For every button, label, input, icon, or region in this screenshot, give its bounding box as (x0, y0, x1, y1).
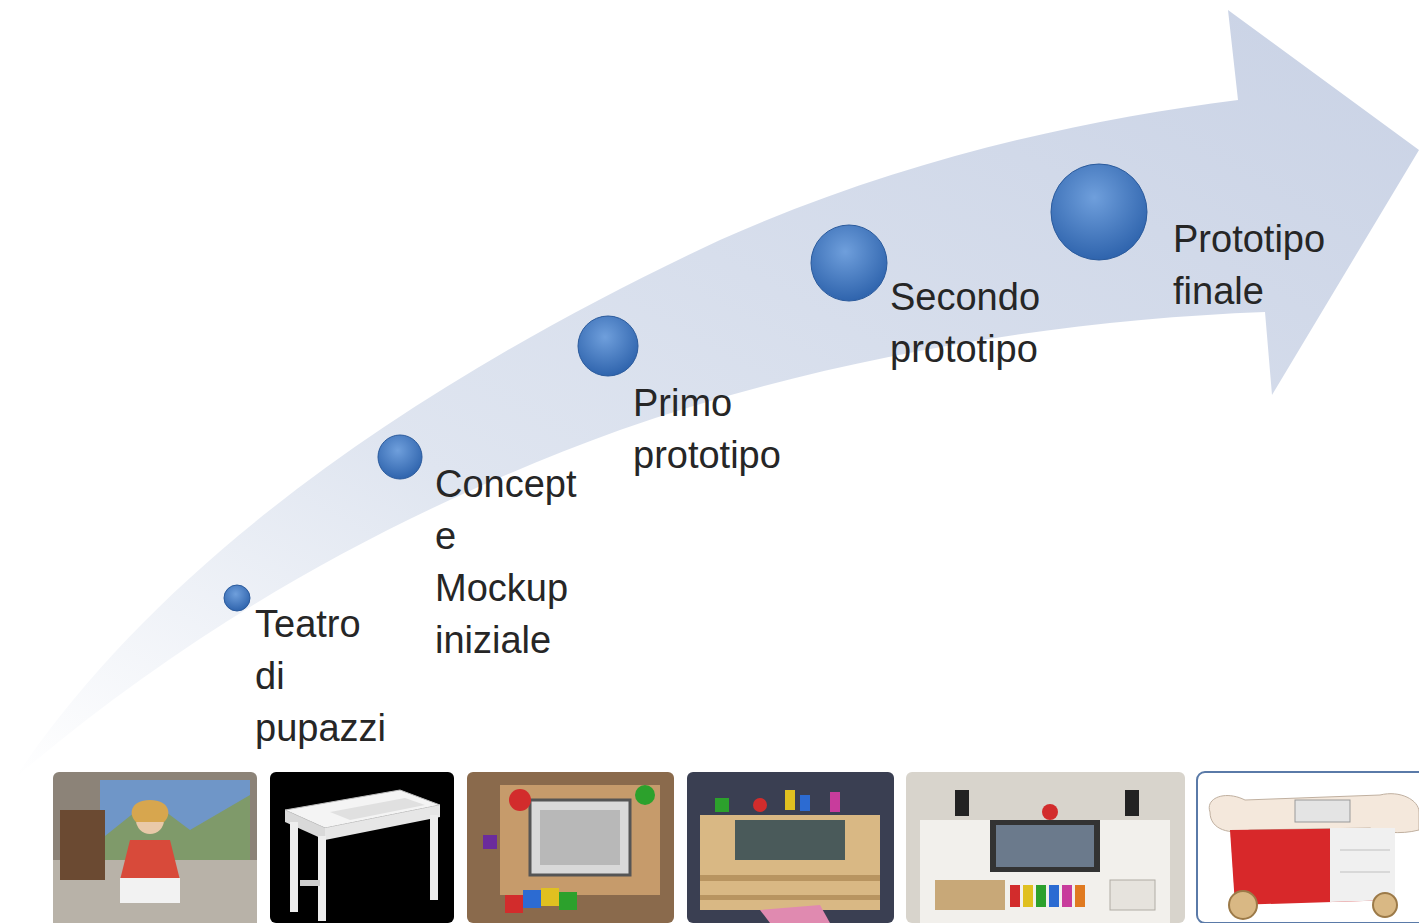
milestone-dot (811, 225, 887, 301)
milestone-circle (809, 223, 889, 303)
milestone-label: Teatro di pupazzi (255, 598, 395, 754)
milestone: Teatro di pupazzi (222, 583, 399, 758)
progress-arrow (15, 10, 1419, 778)
milestone-label: Secondo prototipo (890, 271, 1090, 375)
milestone-label: Concept e Mockup iniziale (435, 458, 595, 666)
milestone-circle (1049, 162, 1149, 262)
photo-puppet-theatre (53, 772, 257, 923)
milestone: Prototipo finale (1049, 162, 1377, 321)
render-mockup (270, 772, 454, 923)
milestone-circle (576, 314, 640, 378)
milestone-label: Primo prototipo (633, 377, 833, 481)
photo-first-prototype-wood (687, 772, 894, 923)
photo-second-prototype (906, 772, 1185, 923)
milestone-dot (1051, 164, 1147, 260)
milestone-dot (578, 316, 638, 376)
render-final-prototype (1197, 772, 1419, 923)
milestone-dot (378, 435, 422, 479)
photo-first-prototype (467, 772, 674, 923)
milestone-label: Prototipo finale (1173, 213, 1373, 317)
milestone: Secondo prototipo (809, 223, 1094, 379)
milestone-circle (222, 583, 252, 613)
milestone-circle (376, 433, 424, 481)
milestone: Primo prototipo (576, 314, 837, 485)
milestone: Concept e Mockup iniziale (376, 433, 599, 670)
milestone-dot (224, 585, 250, 611)
